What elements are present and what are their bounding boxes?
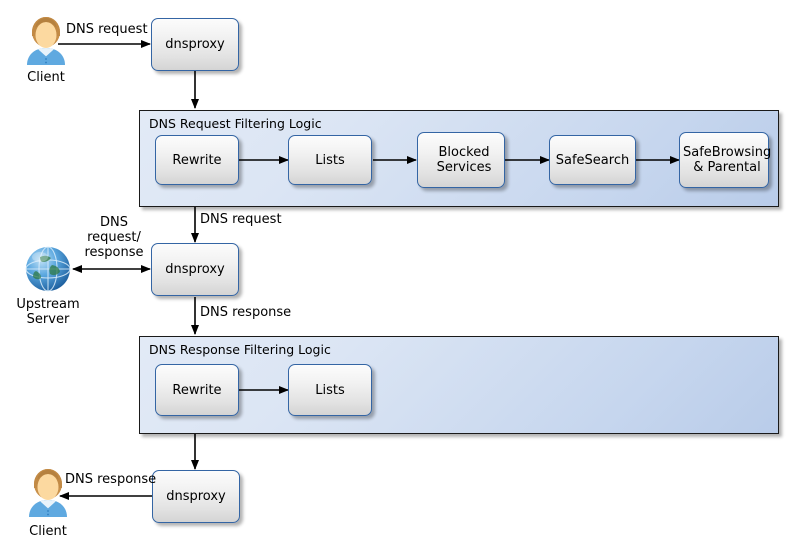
edge-label-client-to-dnsproxy: DNS request [66, 22, 148, 37]
dnsproxy-top-label: dnsproxy [165, 37, 225, 52]
edge-label-request-filter-to-dnsproxy2: DNS request [200, 212, 282, 227]
stage-safebrowsing-label-line1: SafeBrowsing [683, 145, 772, 160]
dnsproxy-middle-label: dnsproxy [165, 262, 225, 277]
upstream-caption-line1: Upstream [16, 297, 80, 312]
stage-lists-request[interactable]: Lists [288, 135, 372, 185]
dns-response-filtering-title: DNS Response Filtering Logic [149, 342, 331, 357]
edge-label-dnsproxy2-to-response-filter: DNS response [200, 305, 292, 320]
stage-lists-request-label: Lists [315, 152, 345, 168]
upstream-caption-line2: Server [26, 312, 70, 327]
stage-safesearch-label: SafeSearch [555, 152, 630, 168]
dns-request-filtering-title: DNS Request Filtering Logic [149, 116, 322, 131]
stage-safebrowsing-parental[interactable]: SafeBrowsing & Parental [679, 132, 771, 188]
dnsproxy-bottom[interactable]: dnsproxy [152, 470, 240, 523]
stage-safebrowsing-label-line2: & Parental [693, 160, 761, 175]
edge-label-dnsproxy3-to-client: DNS response [65, 472, 157, 487]
globe-icon [25, 246, 71, 292]
edge-label-upstream-line1: DNS [100, 215, 128, 230]
edge-label-upstream-line3: response [84, 245, 144, 260]
stage-blocked-services-label-line2: Services [436, 160, 492, 175]
stage-rewrite-request[interactable]: Rewrite [155, 135, 239, 185]
edge-label-upstream-exchange: DNS request/ response [74, 215, 154, 260]
actor-caption-client-bottom: Client [29, 524, 67, 539]
stage-rewrite-response-label: Rewrite [172, 382, 222, 398]
edge-label-upstream-line2: request/ [87, 230, 141, 245]
stage-safesearch[interactable]: SafeSearch [549, 135, 636, 185]
stage-lists-response[interactable]: Lists [288, 364, 372, 416]
user-avatar-icon [29, 469, 67, 517]
actor-caption-client-top: Client [27, 70, 65, 85]
stage-rewrite-response[interactable]: Rewrite [155, 364, 239, 416]
stage-blocked-services[interactable]: Blocked Services [417, 132, 505, 188]
user-avatar-icon [27, 17, 65, 65]
dnsproxy-bottom-label: dnsproxy [166, 489, 226, 504]
actor-caption-upstream-server: Upstream Server [4, 297, 92, 327]
dnsproxy-middle[interactable]: dnsproxy [151, 243, 239, 296]
dnsproxy-top[interactable]: dnsproxy [151, 18, 239, 71]
stage-rewrite-request-label: Rewrite [172, 152, 222, 168]
stage-blocked-services-label-line1: Blocked [438, 145, 490, 160]
dns-response-filtering-group: DNS Response Filtering Logic [139, 336, 779, 434]
stage-lists-response-label: Lists [315, 382, 345, 398]
